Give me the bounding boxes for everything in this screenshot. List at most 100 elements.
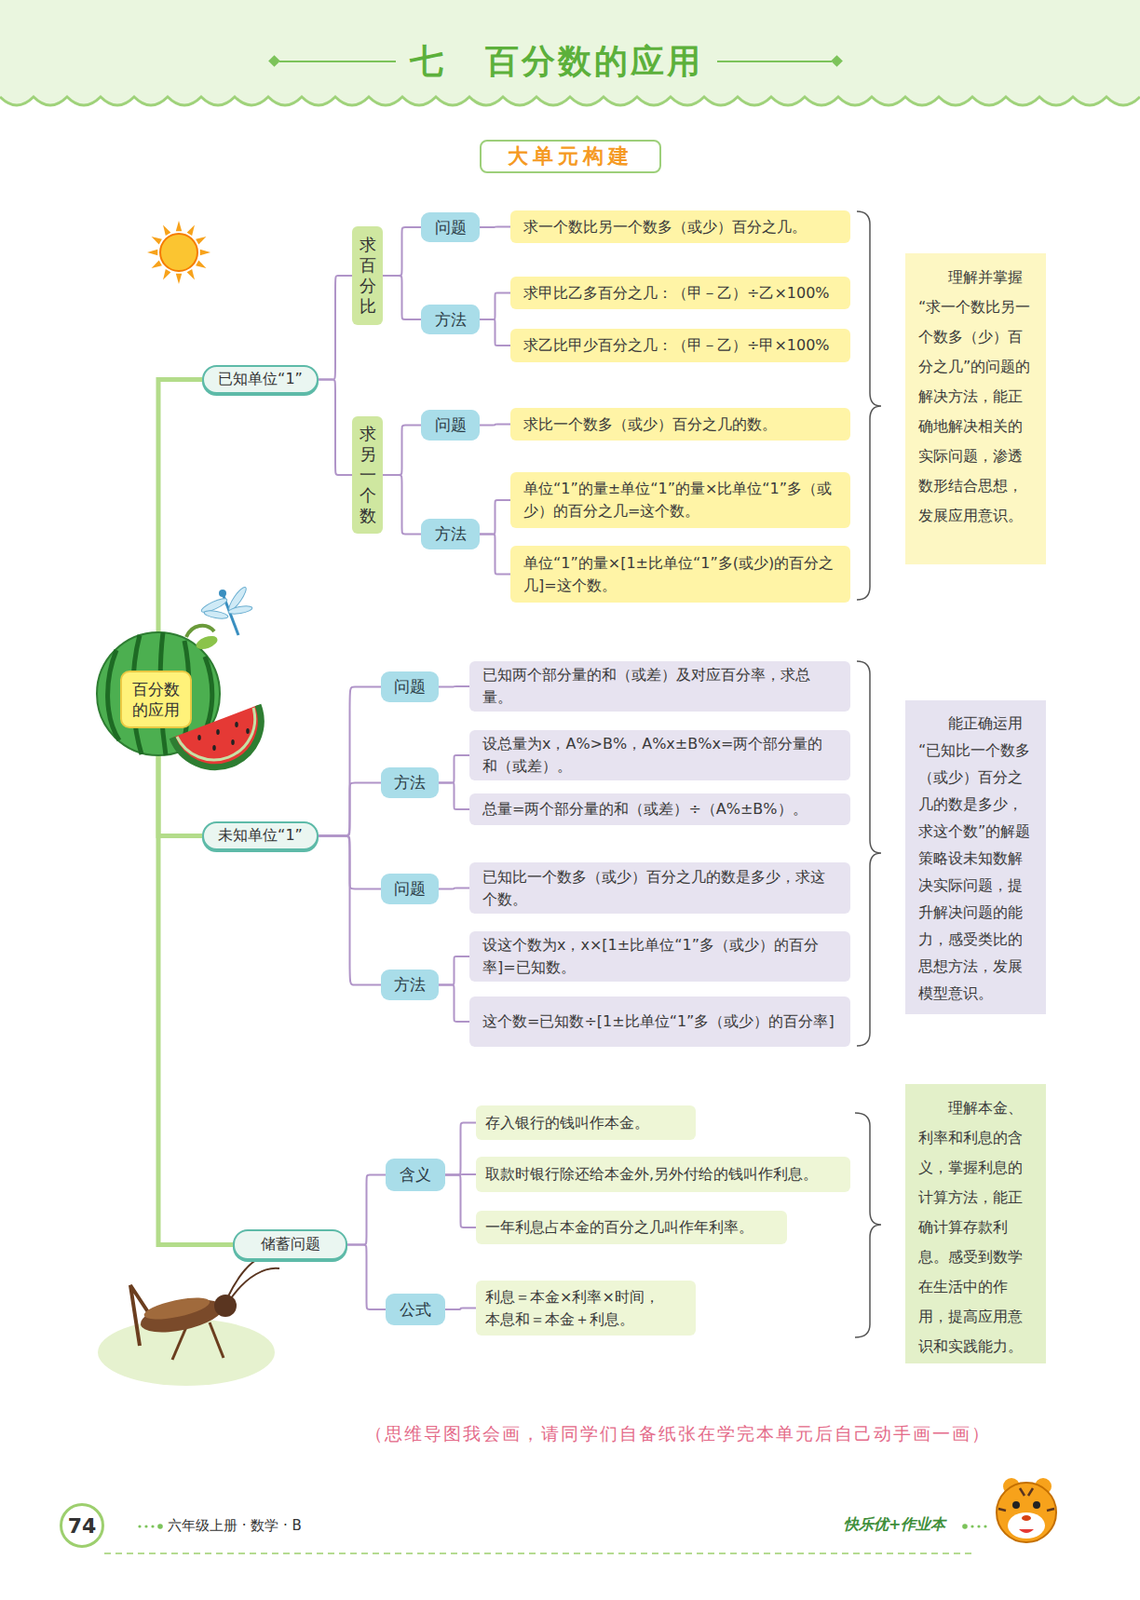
central-topic: 百分数的应用 — [120, 670, 192, 729]
node-text: 理解本金、利率和利息的含义，掌握利息的计算方法，能正确计算存款利息。感受到数学在… — [918, 1093, 1033, 1362]
watermelon-illustration-part — [234, 721, 239, 728]
watermelon-illustration-part — [194, 633, 220, 652]
question-method-tag: 公式 — [385, 1293, 446, 1326]
tiger-mascot-part — [1021, 1515, 1032, 1521]
node-text: 问题 — [393, 878, 426, 900]
tiger-mascot — [996, 1478, 1057, 1543]
tiger-mascot-part — [996, 1482, 1057, 1543]
node-text: 利息＝本金×利率×时间， 本息和＝本金＋利息。 — [485, 1286, 681, 1331]
branch-connector — [318, 275, 353, 380]
question-method-tag: 问题 — [420, 409, 480, 441]
branch-topic: 储蓄问题 — [232, 1229, 348, 1261]
content-box: 已知比一个数多（或少）百分之几的数是多少，求这个数。 — [469, 862, 851, 914]
title-ornament-part — [279, 60, 396, 63]
node-text: 方法 — [393, 772, 426, 794]
branch-connector — [479, 226, 511, 230]
bracket-part — [855, 1112, 882, 1338]
footer-dots-part — [977, 1524, 980, 1528]
node-text: 74 — [67, 1514, 97, 1538]
cricket-illustration-part — [172, 1327, 187, 1360]
node-text: 理解并掌握“求一个数比另一个数多（少）百分之几”的问题的解决方法，能正确地解决相… — [918, 262, 1033, 531]
content-box: 总量=两个部分量的和（或差）÷（A%±B%）。 — [469, 793, 851, 826]
header-wave — [0, 0, 1140, 106]
node-text: 大单元构建 — [507, 142, 634, 171]
footer-dots-part — [983, 1524, 987, 1528]
title-ornament-part — [717, 60, 832, 63]
question-method-tag: 方法 — [420, 304, 480, 335]
title-ornament-part — [268, 54, 281, 68]
question-method-tag: 问题 — [380, 671, 439, 703]
branch-connector — [479, 500, 511, 535]
node-text: 储蓄问题 — [260, 1235, 321, 1255]
node-text: 单位“1”的量±单位“1”的量×比单位“1”多（或少）的百分之几=这个数。 — [523, 477, 838, 523]
node-text: 单位“1”的量×[1±比单位“1”多(或少)的百分之几]=这个数。 — [523, 552, 838, 598]
node-text: 设总量为x，A%>B%，A%x±B%x=两个部分量的和（或差）。 — [482, 732, 838, 778]
node-text: 设这个数为x，x×[1±比单位“1”多（或少）的百分率]=已知数。 — [482, 934, 838, 979]
node-text: 问题 — [393, 676, 426, 698]
sun-illustration-part — [176, 220, 182, 231]
cricket-illustration-part — [209, 1322, 224, 1358]
branch-connector — [438, 956, 470, 986]
branch-connector — [479, 293, 511, 321]
cricket-illustration-part — [230, 1268, 280, 1299]
question-method-tag: 方法 — [380, 969, 439, 1001]
page-title: 七 百分数的应用 — [391, 39, 722, 84]
formula-box: 利息＝本金×利率×时间， 本息和＝本金＋利息。 — [475, 1280, 696, 1336]
content-box: 求一个数比另一个数多（或少）百分之几。 — [510, 210, 851, 244]
node-text: 方法 — [434, 523, 467, 545]
branch-connector — [318, 836, 381, 986]
node-text: 已知两个部分量的和（或差）及对应百分率，求总量。 — [482, 664, 838, 709]
cricket-illustration — [97, 1253, 280, 1386]
content-box: 单位“1”的量±单位“1”的量×比单位“1”多（或少）的百分之几=这个数。 — [510, 472, 851, 529]
content-box: 求比一个数多（或少）百分之几的数。 — [510, 407, 851, 441]
branch-connector — [438, 685, 470, 689]
branch-connector — [445, 1175, 476, 1229]
watermelon-illustration-part — [216, 729, 220, 735]
node-text: 能正确运用“已知比一个数多（或少）百分之几的数是多少，求这个数”的解题策略设未知… — [918, 709, 1033, 1007]
branch-connector — [445, 1123, 476, 1176]
goal-note: 能正确运用“已知比一个数多（或少）百分之几的数是多少，求这个数”的解题策略设未知… — [905, 700, 1046, 1015]
node-text: 公式 — [399, 1299, 432, 1321]
node-text: 求百分比 — [358, 234, 377, 317]
category-box: 求百分比 — [352, 226, 383, 326]
question-method-tag: 问题 — [420, 212, 480, 243]
content-box: 设这个数为x，x×[1±比单位“1”多（或少）的百分率]=已知数。 — [469, 931, 851, 982]
branch-connector — [479, 424, 511, 426]
cricket-illustration-part — [137, 1293, 226, 1339]
watermelon-illustration-part — [212, 745, 217, 751]
cricket-illustration-part — [214, 1294, 237, 1317]
branch-connector — [347, 1245, 386, 1311]
branch-connector — [438, 755, 470, 784]
watermelon-illustration — [96, 625, 261, 768]
node-text: 百分数的应用 — [129, 678, 183, 720]
branch-connector — [438, 985, 470, 1023]
book-info: 六年级上册 · 数学 · B — [167, 1517, 302, 1535]
sun-illustration-part — [151, 260, 163, 269]
branch-connector — [438, 783, 470, 811]
question-method-tag: 方法 — [380, 767, 439, 799]
footer-dots-part — [137, 1524, 141, 1528]
branch-connector — [318, 380, 353, 476]
branch-connector — [438, 888, 470, 890]
sun-illustration-part — [187, 225, 195, 236]
content-box: 已知两个部分量的和（或差）及对应百分率，求总量。 — [469, 661, 851, 712]
sun-illustration-part — [162, 269, 171, 280]
node-text: 未知单位“1” — [217, 826, 303, 846]
bracket-part — [856, 211, 882, 600]
trunk-connector — [158, 728, 233, 1246]
node-text: 问题 — [434, 414, 467, 436]
node-text: 一年利息占本金的百分之几叫作年利率。 — [485, 1216, 754, 1239]
watermelon-illustration-part — [186, 625, 215, 638]
node-text: 存入银行的钱叫作本金。 — [485, 1112, 650, 1135]
title-ornament-part — [830, 54, 843, 68]
dragonfly-illustration-part — [203, 609, 230, 620]
bracket — [855, 211, 882, 1338]
sun-illustration-part — [162, 225, 171, 236]
branch-connector — [382, 425, 421, 476]
node-text: 取款时银行除还给本金外,另外付给的钱叫作利息。 — [485, 1163, 818, 1186]
node-text: 求比一个数多（或少）百分之几的数。 — [523, 413, 777, 436]
content-box: 求乙比甲少百分之几：（甲－乙）÷甲×100% — [510, 328, 851, 363]
content-box: 单位“1”的量×[1±比单位“1”多(或少)的百分之几]=这个数。 — [510, 545, 851, 603]
page-number: 74 — [59, 1503, 105, 1548]
